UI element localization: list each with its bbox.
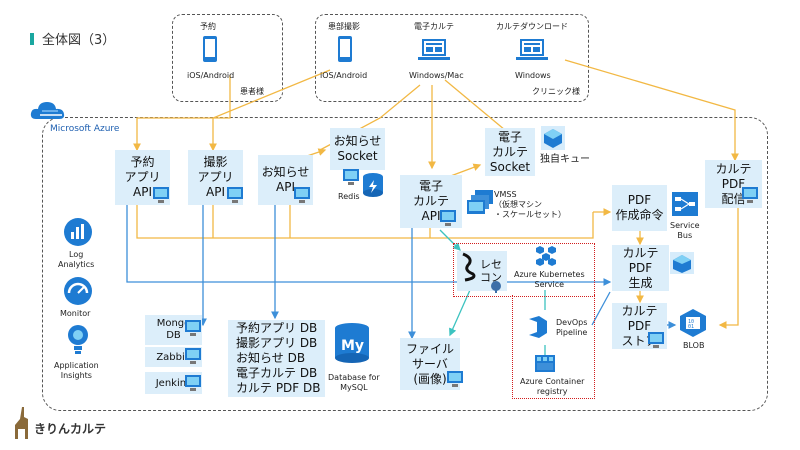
db-item: カルテ PDF DB [236,381,321,395]
db-item: 撮影アプリ DB [236,336,318,350]
own-queue-label: 独自キュー [540,154,590,165]
azure-cloud-icon [30,102,65,119]
device-name-reservation: 予約 [200,22,216,31]
phone-icon [338,36,352,62]
azure-label: Microsoft Azure [50,124,120,134]
laptop-icon [516,39,548,60]
db-item: お知らせ DB [236,351,306,365]
vm-icon [185,320,201,336]
vm-icon [648,332,664,348]
giraffe-logo-icon [15,407,28,439]
page-title: 全体図（3） [42,33,116,48]
vm-icon [185,348,201,364]
vm-icon [742,187,758,203]
azure-boundary [42,117,768,411]
db-item: 電子カルテ DB [236,366,318,380]
device-name-photo: 患部撮影 [328,22,360,31]
device-os-emr: Windows/Mac [409,71,464,80]
vm-icon [343,169,359,185]
vm-icon [294,187,310,203]
rececon: レセコン [457,251,507,291]
cicd-region [512,295,595,399]
vm-icon [447,371,463,387]
vm-icon [227,187,243,203]
title-accent-bar [30,33,34,45]
device-name-download: カルテダウンロード [496,22,568,31]
clinic-group [315,14,589,102]
svg-text:01: 01 [688,324,694,330]
mysql-icon: My [335,323,369,363]
k8s-region [453,243,595,297]
devops-icon [529,316,547,338]
clinic-group-label: クリニック様 [532,87,580,96]
vm-icon [185,375,201,391]
db-item: 予約アプリ DB [236,321,318,335]
device-name-emr: 電子カルテ [414,22,454,31]
svg-text:My: My [341,338,364,354]
redis-label: Redis [338,192,360,201]
phone-icon [203,36,217,62]
vm-icon [440,210,456,226]
device-os-photo: iOS/Android [320,71,368,80]
container-registry-icon [535,355,555,372]
blob-label: BLOB [683,341,705,350]
vm-icon [670,252,694,274]
postgres-icon [491,281,501,293]
app-insights-icon [68,325,88,354]
device-os-download: Windows [515,71,551,80]
kubernetes-icon [536,246,556,266]
service-bus-icon [672,192,698,216]
file-server: ファイルサーバ(画像) [400,338,460,390]
monitor-icon [64,277,92,305]
laptop-icon [418,39,450,60]
monitor-label: Monitor [60,309,91,318]
log-analytics-icon [64,218,92,246]
vm-icon [153,187,169,203]
patient-group-label: 患者様 [240,87,264,96]
footer-brand: きりんカルテ [34,422,107,436]
databases-box: 予約アプリ DB 撮影アプリ DB お知らせ DB 電子カルテ DB カルテ P… [228,320,325,397]
queue-icon [541,126,565,150]
patient-group [172,14,283,102]
vmss-icon [467,190,493,214]
redis-icon [363,173,383,197]
svg-text:10: 10 [688,319,694,325]
vmss-label: VMSS（仮想マシン・スケールセット） [494,190,566,219]
device-os-reservation: iOS/Android [187,71,235,80]
rececon-logo-icon [462,252,476,282]
